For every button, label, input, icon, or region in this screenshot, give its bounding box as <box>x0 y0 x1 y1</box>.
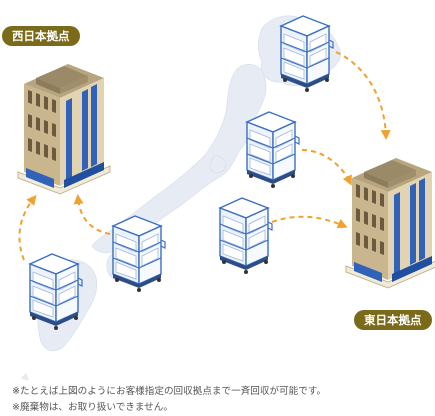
east-base-label: 東日本拠点 <box>354 310 432 330</box>
arrow-center-south-to-east <box>271 215 348 229</box>
cart-icon <box>219 197 273 275</box>
footnote-line: ※たとえば上図のようにお客様指定の回収拠点まで一斉回収が可能です。 <box>12 386 327 397</box>
cart-icon <box>29 253 83 331</box>
cart-icon <box>112 215 166 293</box>
cart-icon <box>246 111 300 189</box>
flow-arrows <box>18 51 391 261</box>
footnotes: ※たとえば上図のようにお客様指定の回収拠点まで一斉回収が可能です。 ※廃棄物は、… <box>12 384 432 416</box>
arrow-west-cart-to-west <box>18 194 37 261</box>
footnote-line: ※廃棄物は、お取り扱いできません。 <box>12 402 173 413</box>
cart-icon <box>280 15 334 93</box>
arrow-north-to-east <box>335 51 391 140</box>
arrow-kansai-to-west <box>73 194 111 235</box>
building-icon <box>345 157 435 289</box>
arrow-center-north-to-east <box>301 149 352 186</box>
building-icon <box>17 63 111 195</box>
west-base-label: 西日本拠点 <box>2 26 80 46</box>
